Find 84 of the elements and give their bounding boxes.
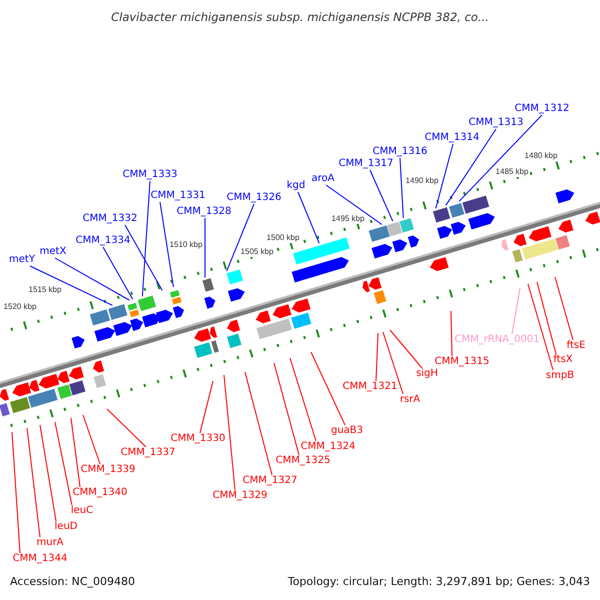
gene-label: CMM_1334 <box>76 235 130 247</box>
leader-line <box>12 432 20 554</box>
gene-label: ftsE <box>566 340 586 352</box>
gene-label: CMM_1329 <box>212 490 268 502</box>
leader-line <box>226 204 254 272</box>
leader-line <box>224 374 236 490</box>
gene-label: CMM_1316 <box>372 146 428 158</box>
gene-label: guaB3 <box>330 425 364 437</box>
gene-label: CMM_1325 <box>276 455 330 467</box>
gene-label: CMM_1333 <box>122 169 178 181</box>
scale-label: 1515 kbp <box>28 285 62 295</box>
scale-label: 1480 kbp <box>524 151 558 161</box>
gene-label: CMM_1328 <box>176 206 232 218</box>
leader-line <box>26 428 40 538</box>
scale-label: 1505 kbp <box>240 247 274 257</box>
leader-line <box>54 422 72 506</box>
leader-line <box>40 424 56 522</box>
gene-label: CMM_rRNA_0001 <box>454 334 540 346</box>
leader-line <box>102 246 134 300</box>
leader-line <box>326 184 382 226</box>
leader-line <box>310 352 346 426</box>
leader-line <box>290 358 316 442</box>
gene-label: CMM_1314 <box>424 132 480 144</box>
gene-label: ftsX <box>553 354 573 366</box>
gene-label: sigH <box>416 368 438 380</box>
scale-label: 1520 kbp <box>2 302 38 312</box>
gene-label: rsrA <box>400 394 420 406</box>
leader-line <box>458 114 542 202</box>
gene-label: CMM_1315 <box>434 356 490 368</box>
leader-line <box>54 258 130 301</box>
gene-label: CMM_1337 <box>120 447 176 459</box>
gene-label: metX <box>40 246 66 258</box>
leader-line <box>124 224 163 291</box>
gene-label: CMM_1321 <box>342 381 398 393</box>
gene-label: aroA <box>312 173 334 185</box>
gene-label: leuD <box>54 521 78 533</box>
leader-line <box>512 288 520 334</box>
leader-line <box>106 408 146 448</box>
gene-label: CMM_1331 <box>150 190 206 202</box>
gene-label: CMM_1326 <box>226 192 282 204</box>
gene-label: CMM_1324 <box>300 441 356 453</box>
leader-line <box>376 332 378 382</box>
gene-label: leuC <box>70 505 94 517</box>
leader-line <box>390 330 422 368</box>
map-title: Clavibacter michiganensis subsp. michiganensis NCPPB 382, co... <box>110 10 490 24</box>
leader-line <box>82 414 100 464</box>
leader-line <box>435 144 454 209</box>
gene-label: CMM_1332 <box>82 213 138 225</box>
gene-label: CMM_1312 <box>514 103 570 115</box>
genome-info-text: Topology: circular; Length: 3,297,891 bp; Genes: 3,043 <box>288 575 590 588</box>
accession-text: Accession: NC_009480 <box>10 575 136 588</box>
leader-line <box>274 362 300 456</box>
gene-label: CMM_1344 <box>12 553 68 565</box>
leader-line <box>536 282 556 354</box>
leader-line <box>554 276 574 340</box>
leader-line <box>200 380 214 434</box>
gene-label: CMM_1313 <box>468 117 524 129</box>
gene-label: CMM_1317 <box>338 158 394 170</box>
leader-line <box>400 158 404 219</box>
gene-label: metY <box>9 254 35 266</box>
gene-label: CMM_1327 <box>242 475 298 487</box>
leader-line <box>382 332 404 394</box>
leader-line <box>244 372 272 476</box>
scale-label: 1485 kbp <box>494 167 530 177</box>
gene-label: CMM_1340 <box>72 487 128 499</box>
leader-line <box>445 128 496 206</box>
leader-line <box>370 170 394 222</box>
gene-label: murA <box>36 537 64 549</box>
leader-line <box>298 192 320 244</box>
scale-label: 1510 kbp <box>168 240 204 250</box>
leader-line <box>30 266 113 306</box>
scale-label: 1500 kbp <box>266 233 300 243</box>
gene-label: CMM_1339 <box>80 464 136 476</box>
leader-line <box>160 202 174 288</box>
leader-line <box>450 310 452 356</box>
leader-line <box>528 284 554 370</box>
gene-label: CMM_1330 <box>170 433 226 445</box>
gene-label: kgd <box>286 180 306 192</box>
scale-label: 1495 kbp <box>330 214 366 224</box>
scale-label: 1490 kbp <box>404 176 440 186</box>
leader-line <box>142 180 150 297</box>
gene-label: smpB <box>546 370 574 382</box>
leader-line <box>70 418 80 488</box>
leader-line <box>204 218 206 278</box>
